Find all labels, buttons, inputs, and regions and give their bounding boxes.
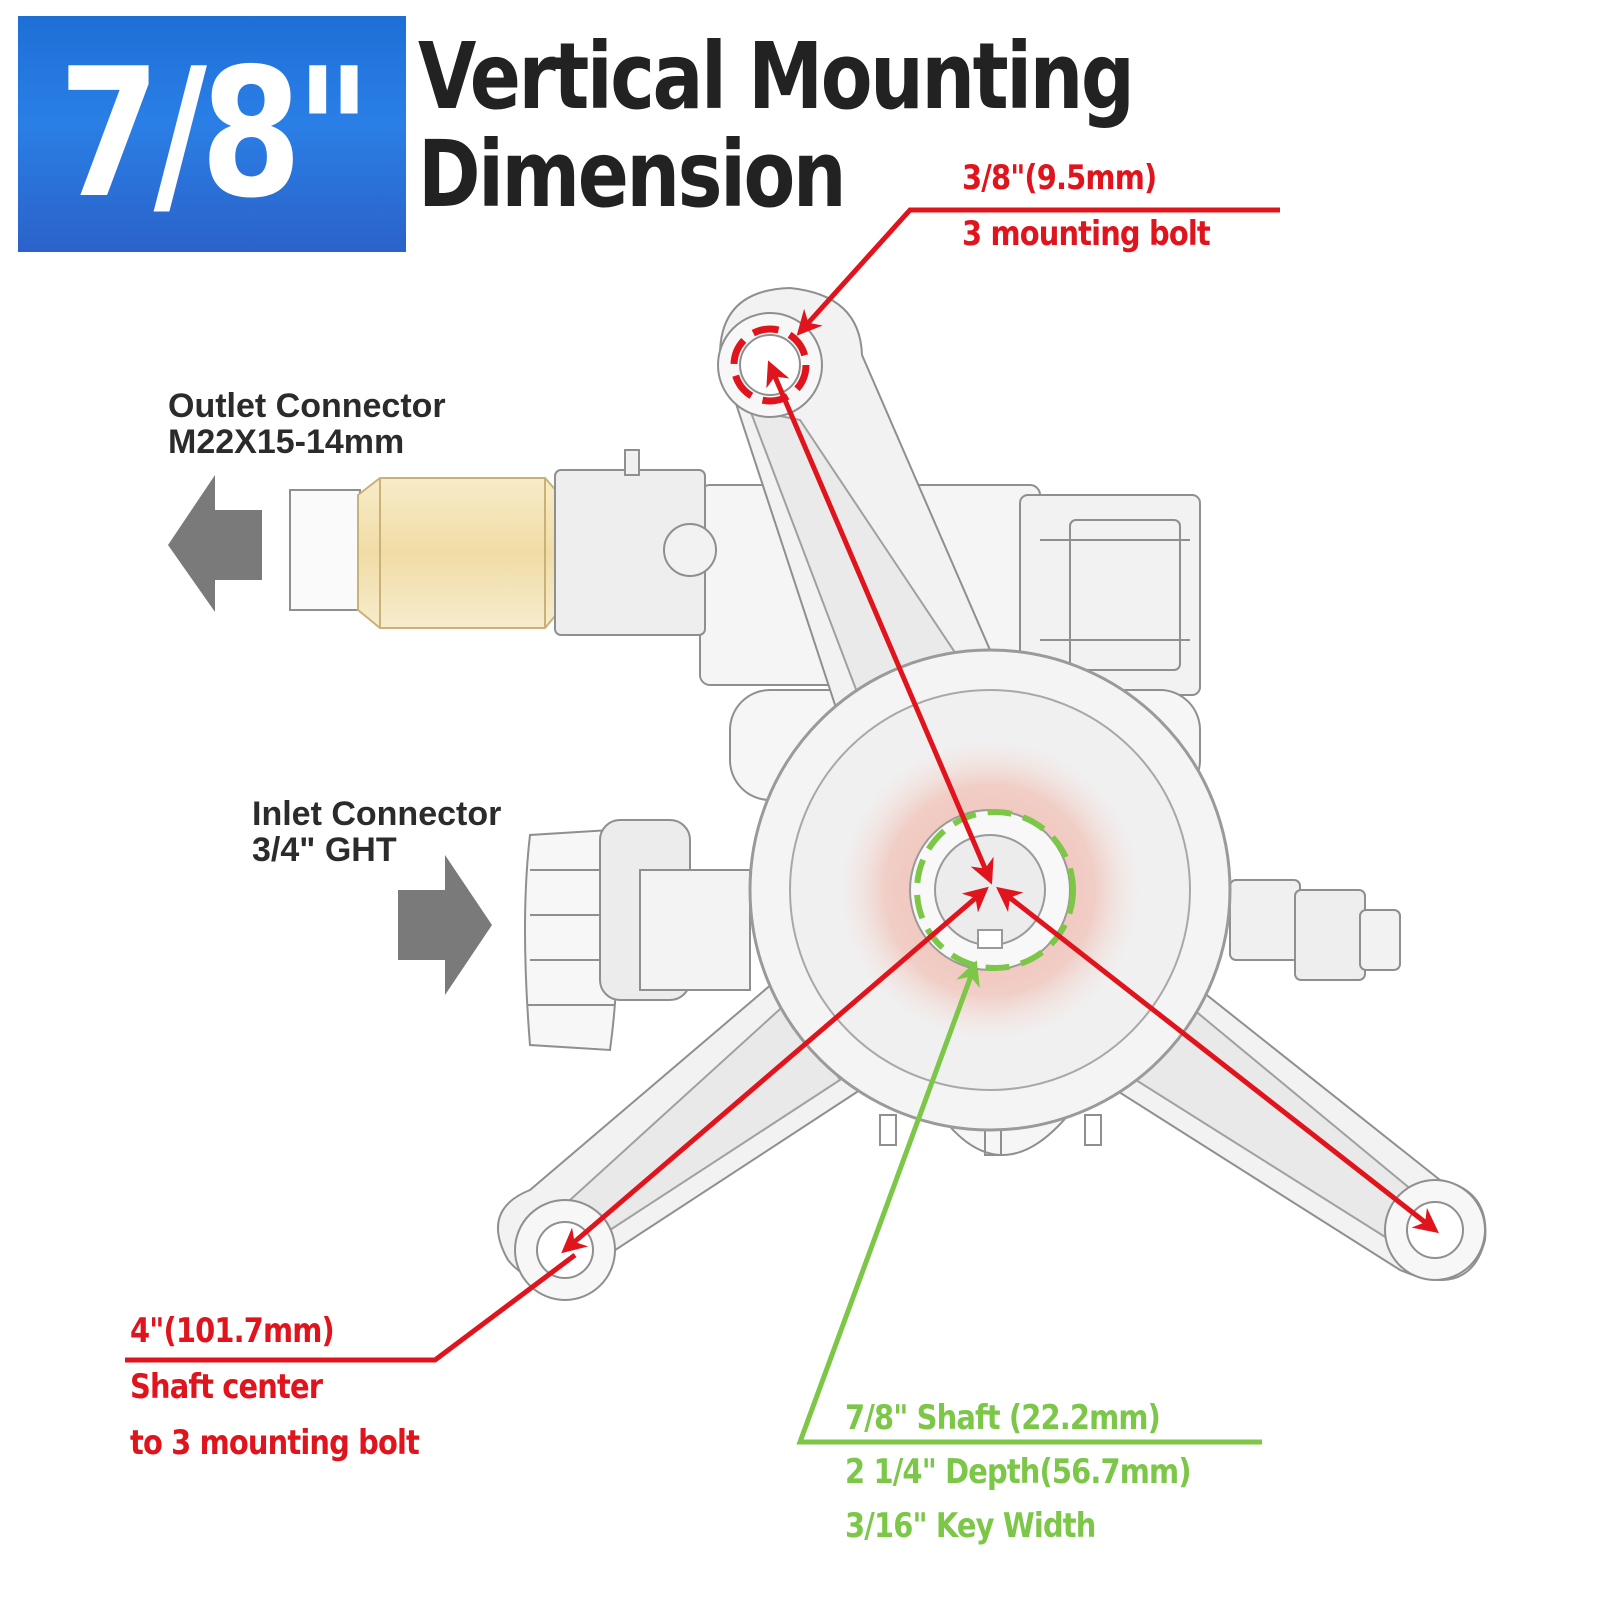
bolt-size-value: 3/8"(9.5mm) <box>962 158 1157 198</box>
dimension-line-right <box>996 886 1439 1234</box>
outlet-title: Outlet Connector <box>168 387 446 425</box>
bolt-distance-label: 4"(101.7mm) Shaft center to 3 mounting b… <box>130 1303 420 1471</box>
inlet-connector-label: Inlet Connector 3/4" GHT <box>252 796 501 868</box>
inlet-arrow-icon <box>398 855 492 995</box>
bolt-distance-desc-2: to 3 mounting bolt <box>130 1423 420 1463</box>
inlet-title: Inlet Connector <box>252 795 502 833</box>
bolt-distance-leader <box>125 1253 577 1363</box>
size-badge-text: 7/8" <box>58 30 372 237</box>
bolt-distance-lines <box>561 360 1439 1254</box>
shaft-depth: 2 1/4" Depth(56.7mm) <box>845 1452 1192 1492</box>
title-line-1: Vertical Mounting <box>418 23 1135 130</box>
flange-hub <box>748 648 1232 1132</box>
bolt-size-label: 3/8"(9.5mm) 3 mounting bolt <box>962 150 1211 262</box>
shaft-diameter: 7/8" Shaft (22.2mm) <box>845 1398 1161 1438</box>
inlet-fitting <box>524 819 751 1052</box>
outlet-spec: M22X15-14mm <box>168 423 405 461</box>
size-badge: 7/8" <box>18 16 406 252</box>
dimension-line-left <box>561 886 989 1254</box>
bolt-size-leader <box>796 207 1280 336</box>
side-plug <box>1229 879 1401 981</box>
inlet-spec: 3/4" GHT <box>252 831 397 869</box>
page-title: Vertical Mounting Dimension <box>418 23 1135 228</box>
pump-body <box>289 286 1487 1301</box>
bolt-distance-desc-1: Shaft center <box>130 1367 323 1407</box>
title-line-2: Dimension <box>418 121 847 228</box>
bolt-distance-value: 4"(101.7mm) <box>130 1311 335 1351</box>
shaft-key-width: 3/16" Key Width <box>845 1506 1096 1546</box>
bolt-count-text: 3 mounting bolt <box>962 214 1211 254</box>
outlet-arrow-icon <box>168 475 262 612</box>
shaft-leader <box>796 960 1262 1445</box>
outlet-fitting <box>289 449 717 636</box>
outlet-connector-label: Outlet Connector M22X15-14mm <box>168 388 446 460</box>
dimension-line-top <box>766 360 994 885</box>
shaft-spec-label: 7/8" Shaft (22.2mm) 2 1/4" Depth(56.7mm)… <box>845 1391 1192 1553</box>
